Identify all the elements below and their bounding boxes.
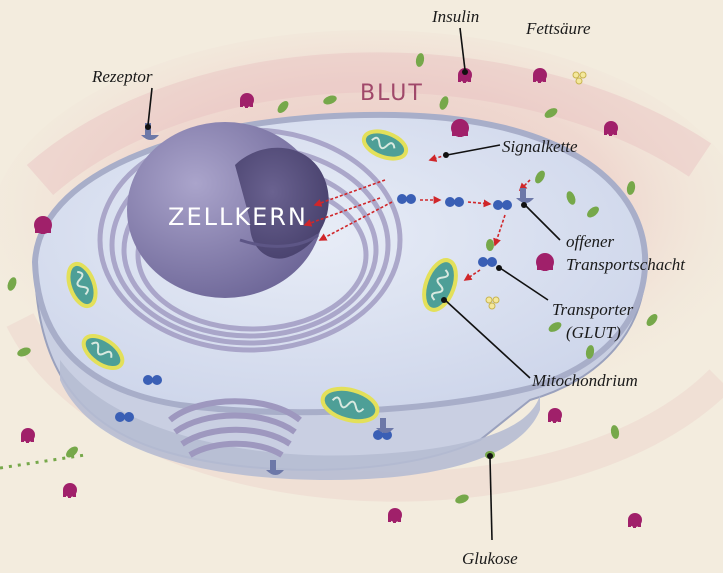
- open-channel-label-line1: offener: [566, 232, 615, 251]
- insulin-label: Insulin: [431, 7, 479, 26]
- transporter-label-line1: Transporter: [552, 300, 634, 319]
- signal-chain-label: Signalkette: [502, 137, 578, 156]
- blood-label: BLUT: [360, 81, 424, 106]
- open-channel-label-line2: Transportschacht: [566, 255, 686, 274]
- glucose-label: Glukose: [462, 549, 518, 568]
- fatty-acid-label: Fettsäure: [525, 19, 591, 38]
- receptor-label: Rezeptor: [91, 67, 153, 86]
- mitochondrion-label: Mitochondrium: [531, 371, 638, 390]
- dotted-guide-line: [0, 455, 85, 468]
- nucleus-label: ZELLKERN: [168, 203, 308, 231]
- transporter-label-line2: (GLUT): [566, 323, 621, 342]
